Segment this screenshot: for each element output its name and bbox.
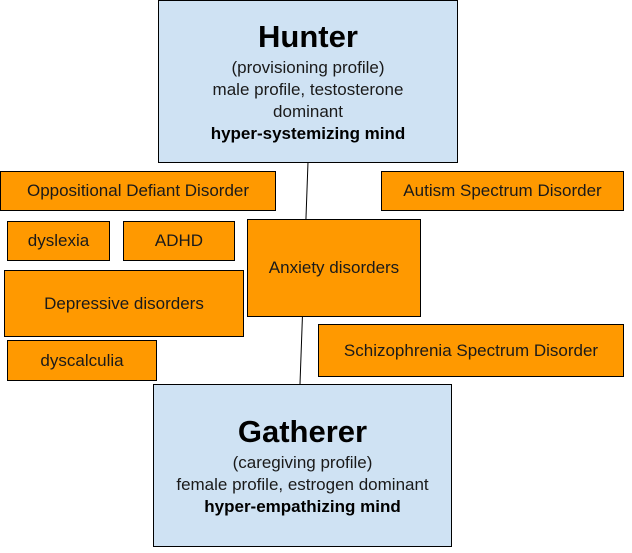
- hunter-line-1: (provisioning profile): [231, 57, 385, 77]
- disorder-schizophrenia-spectrum: Schizophrenia Spectrum Disorder: [318, 324, 624, 377]
- disorder-oppositional-defiant: Oppositional Defiant Disorder: [0, 171, 276, 211]
- hunter-box: Hunter (provisioning profile) male profi…: [158, 0, 458, 163]
- hunter-line-3: dominant: [273, 101, 343, 121]
- gatherer-title: Gatherer: [237, 413, 368, 449]
- disorder-dyslexia: dyslexia: [7, 221, 110, 261]
- hunter-emphasis: hyper-systemizing mind: [210, 123, 406, 143]
- gatherer-emphasis: hyper-empathizing mind: [204, 496, 401, 516]
- hunter-line-2: male profile, testosterone: [212, 79, 404, 99]
- hunter-title: Hunter: [258, 18, 358, 54]
- gatherer-box: Gatherer (caregiving profile) female pro…: [153, 384, 452, 547]
- disorder-adhd: ADHD: [123, 221, 235, 261]
- gatherer-line-1: (caregiving profile): [232, 452, 373, 472]
- disorder-dyscalculia: dyscalculia: [7, 340, 157, 381]
- disorder-depressive: Depressive disorders: [4, 270, 244, 337]
- disorder-anxiety: Anxiety disorders: [247, 219, 421, 317]
- disorder-autism-spectrum: Autism Spectrum Disorder: [381, 171, 624, 211]
- gatherer-line-2: female profile, estrogen dominant: [176, 474, 429, 494]
